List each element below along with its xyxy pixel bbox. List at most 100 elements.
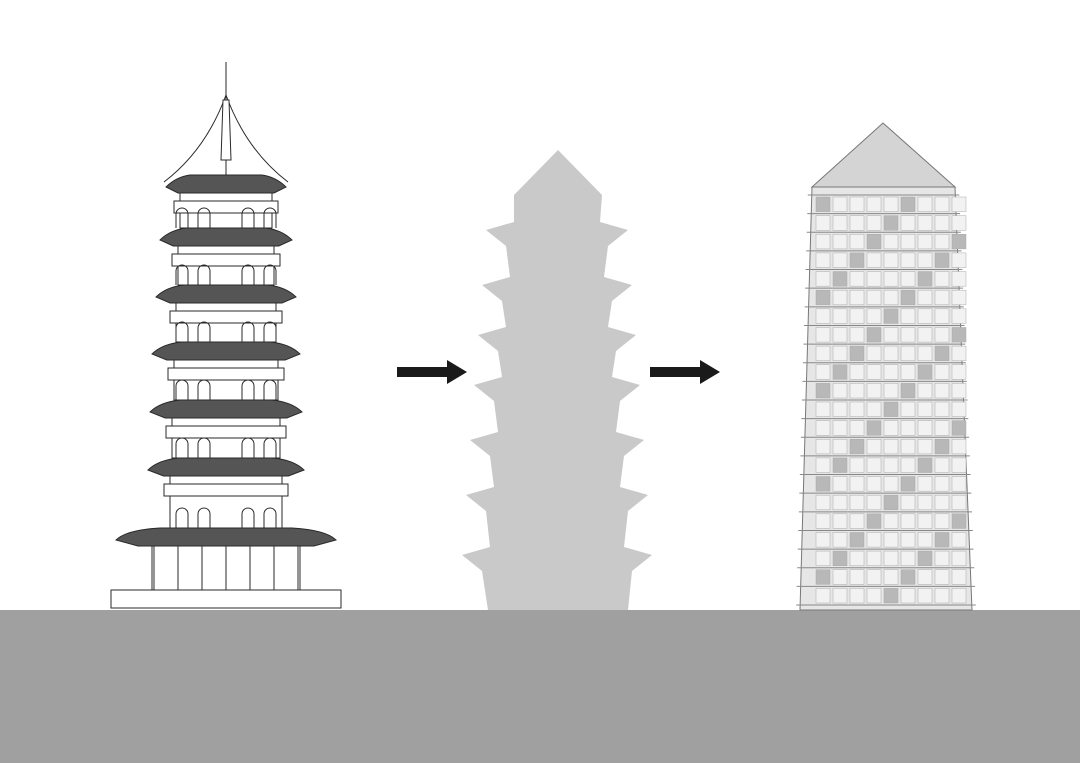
tower-window <box>849 345 865 361</box>
tower-window <box>815 383 831 399</box>
tower-window <box>832 271 848 287</box>
tower-window <box>866 383 882 399</box>
tower-window <box>900 308 916 324</box>
tower-window <box>883 234 899 250</box>
tower-window <box>815 476 831 492</box>
tower-window <box>900 252 916 268</box>
tower-window <box>934 401 950 417</box>
tower-window <box>883 569 899 585</box>
tower-window <box>849 234 865 250</box>
tower-window <box>917 513 933 529</box>
tower-window <box>866 345 882 361</box>
tower-window <box>866 327 882 343</box>
tower-window <box>934 383 950 399</box>
pagoda-window <box>263 264 277 285</box>
tower-window <box>900 364 916 380</box>
pagoda-window <box>241 507 255 528</box>
tower-window <box>832 327 848 343</box>
tower-window <box>849 271 865 287</box>
tower-window <box>934 569 950 585</box>
tower-window <box>815 532 831 548</box>
tower-window <box>883 271 899 287</box>
pagoda-balcony <box>163 483 289 497</box>
pagoda-window <box>263 321 277 342</box>
tower-window <box>866 550 882 566</box>
pagoda-window <box>241 379 255 400</box>
tower-window <box>883 550 899 566</box>
pagoda-roof <box>149 399 303 419</box>
tower-window <box>917 215 933 231</box>
tower-window <box>951 289 967 306</box>
tower-window <box>934 550 950 566</box>
tower-window <box>849 569 865 585</box>
tower-window <box>917 420 933 436</box>
tower-window <box>883 252 899 268</box>
tower-window <box>883 401 899 417</box>
tower-window <box>917 569 933 585</box>
tower-window <box>900 569 916 585</box>
pagoda-balcony <box>173 200 279 214</box>
silhouette-shape <box>462 150 652 610</box>
tower-window <box>866 476 882 492</box>
tower-window <box>866 569 882 585</box>
tower-window <box>815 494 831 511</box>
tower-window <box>866 252 882 268</box>
arrow-head <box>700 360 720 384</box>
tower-window <box>849 289 865 306</box>
tower-window <box>883 532 899 548</box>
tower-window <box>832 513 848 529</box>
pagoda-roof <box>165 174 287 194</box>
tower-window <box>900 494 916 511</box>
pagoda-window <box>263 207 277 228</box>
tower-window <box>900 271 916 287</box>
tower-window <box>900 215 916 231</box>
tower-window <box>866 457 882 473</box>
tower-window <box>866 513 882 529</box>
tower-window <box>849 308 865 324</box>
arrow-shaft <box>397 367 449 377</box>
tower-window <box>951 457 967 473</box>
tower-window <box>883 383 899 399</box>
pagoda-window <box>175 379 189 400</box>
pagoda-window <box>197 321 211 342</box>
tower-window <box>917 196 933 212</box>
tower-window <box>832 345 848 361</box>
tower-window <box>951 569 967 585</box>
tower-window <box>900 327 916 343</box>
tower-window <box>832 234 848 250</box>
tower-window <box>951 308 967 324</box>
tower-window <box>934 327 950 343</box>
pagoda-window <box>175 321 189 342</box>
tower-window <box>883 196 899 212</box>
tower-window <box>849 494 865 511</box>
tower-window <box>917 588 933 604</box>
tower-window <box>832 532 848 548</box>
arrow-right-icon <box>650 360 720 384</box>
tower-window <box>849 588 865 604</box>
tower-window <box>917 476 933 492</box>
tower-window <box>832 457 848 473</box>
tower-window <box>951 215 967 231</box>
tower-window <box>849 532 865 548</box>
tower-window <box>917 271 933 287</box>
tower-window <box>832 420 848 436</box>
tower-window <box>951 494 967 511</box>
tower-window <box>917 345 933 361</box>
pagoda-window <box>197 207 211 228</box>
tower-window <box>849 196 865 212</box>
spire-chains <box>163 94 289 183</box>
tower-window <box>883 588 899 604</box>
tower-window <box>849 215 865 231</box>
pagoda-silhouette <box>462 150 652 610</box>
tower-window <box>815 401 831 417</box>
tower-window <box>934 215 950 231</box>
tower-window <box>951 234 967 250</box>
ground-plane <box>0 610 1080 763</box>
pagoda-window <box>175 264 189 285</box>
pagoda-roof <box>115 527 337 547</box>
tower-window <box>900 345 916 361</box>
arrow-right-icon <box>397 360 467 384</box>
pagoda-window <box>263 507 277 528</box>
tower-window <box>849 364 865 380</box>
tower-window <box>832 550 848 566</box>
